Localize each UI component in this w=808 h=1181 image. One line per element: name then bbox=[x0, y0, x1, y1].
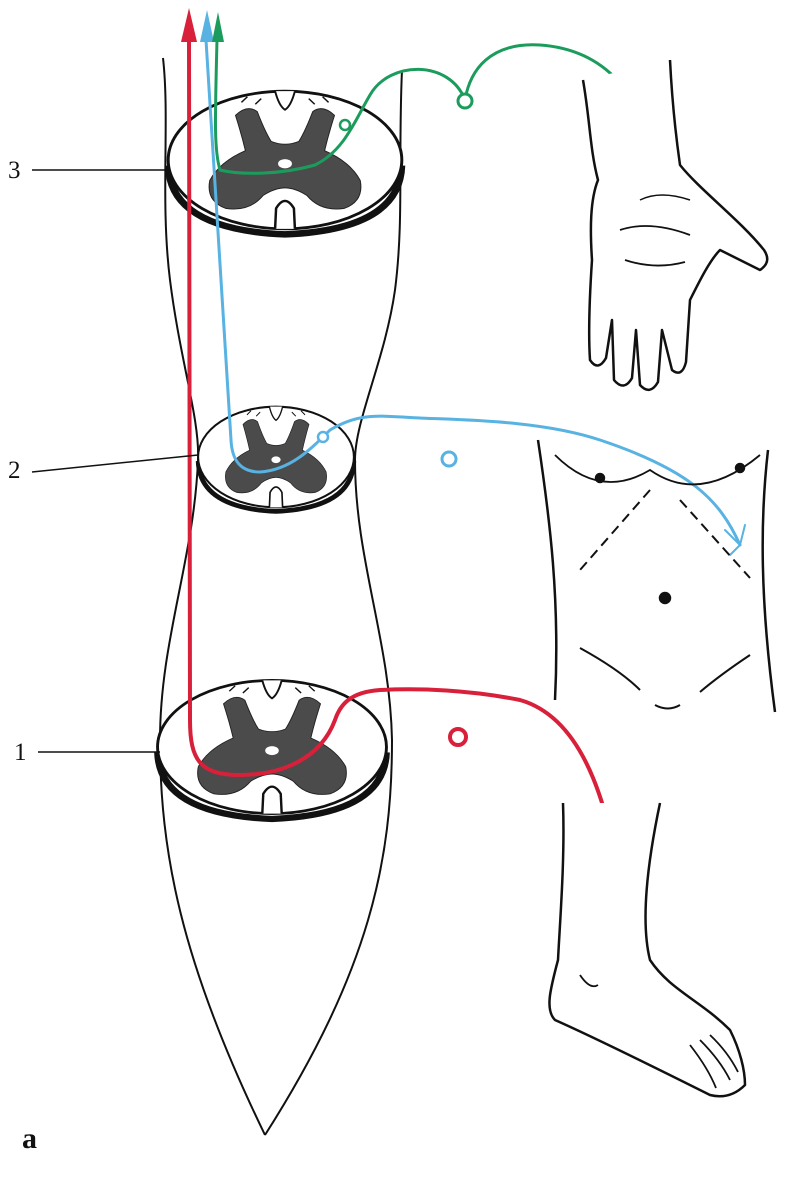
label-2-text: 2 bbox=[8, 457, 21, 484]
label-3: 3 bbox=[8, 157, 170, 184]
cross-section-3 bbox=[168, 91, 402, 234]
label-2: 2 bbox=[8, 455, 198, 484]
foot-icon bbox=[549, 803, 745, 1096]
arrow-up-green bbox=[212, 12, 224, 42]
panel-label: a bbox=[22, 1122, 37, 1155]
hand-icon bbox=[583, 60, 767, 390]
label-1-text: 1 bbox=[14, 739, 27, 766]
torso-icon bbox=[538, 440, 775, 712]
arrow-up-red bbox=[181, 8, 197, 42]
cross-section-2 bbox=[198, 407, 354, 512]
arrow-up-blue bbox=[200, 10, 214, 42]
label-1: 1 bbox=[14, 739, 160, 766]
label-3-text: 3 bbox=[8, 157, 21, 184]
